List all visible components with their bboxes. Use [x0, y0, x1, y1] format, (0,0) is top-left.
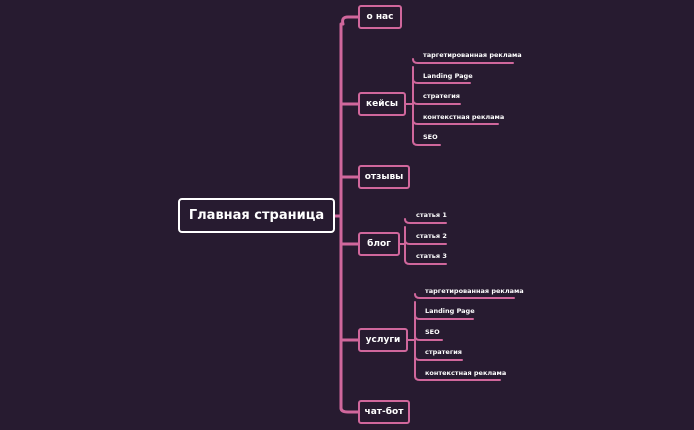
- cases-leaf-underline-4: [412, 140, 441, 146]
- blog-item-article-2[interactable]: статья 2: [416, 232, 447, 240]
- cases-item-context-ads[interactable]: контекстная реклама: [423, 113, 505, 121]
- cases-item-landing-page[interactable]: Landing Page: [423, 72, 473, 80]
- services-leaf-underline-3: [414, 355, 463, 361]
- blog-item-article-3[interactable]: статья 3: [416, 252, 447, 260]
- blog-leaf-underline-1: [404, 239, 447, 245]
- services-item-targeted-ads[interactable]: таргетированная реклама: [425, 287, 524, 295]
- branch-about[interactable]: о нас: [358, 5, 402, 29]
- branch-cases[interactable]: кейсы: [358, 92, 406, 116]
- cases-leaf-underline-3: [412, 119, 499, 125]
- cases-leaf-underline-1: [412, 78, 471, 84]
- services-item-strategy[interactable]: стратегия: [425, 348, 462, 356]
- cases-leaf-underline-2: [412, 99, 461, 105]
- blog-item-article-1[interactable]: статья 1: [416, 211, 447, 219]
- services-item-context-ads[interactable]: контекстная реклама: [425, 369, 507, 377]
- spine-bottom-cap: [339, 406, 360, 414]
- services-leaf-underline-2: [414, 335, 443, 341]
- branch-reviews[interactable]: отзывы: [358, 165, 410, 189]
- cases-item-strategy[interactable]: стратегия: [423, 92, 460, 100]
- branch-blog[interactable]: блог: [358, 232, 400, 256]
- root-node[interactable]: Главная страница: [178, 198, 335, 233]
- services-leaf-underline-4: [414, 375, 501, 381]
- branch-chatbot[interactable]: чат-бот: [358, 400, 410, 424]
- services-item-landing-page[interactable]: Landing Page: [425, 307, 475, 315]
- services-leaf-underline-0: [414, 293, 515, 299]
- cases-item-seo[interactable]: SEO: [423, 133, 438, 141]
- services-item-seo[interactable]: SEO: [425, 328, 440, 336]
- services-leaf-underline-1: [414, 314, 474, 320]
- cases-item-targeted-ads[interactable]: таргетированная реклама: [423, 51, 522, 59]
- branch-services[interactable]: услуги: [358, 328, 408, 352]
- cases-leaf-underline-0: [412, 58, 514, 64]
- spine-top-cap: [341, 15, 360, 26]
- blog-leaf-underline-0: [404, 218, 447, 224]
- blog-leaf-underline-2: [404, 259, 447, 265]
